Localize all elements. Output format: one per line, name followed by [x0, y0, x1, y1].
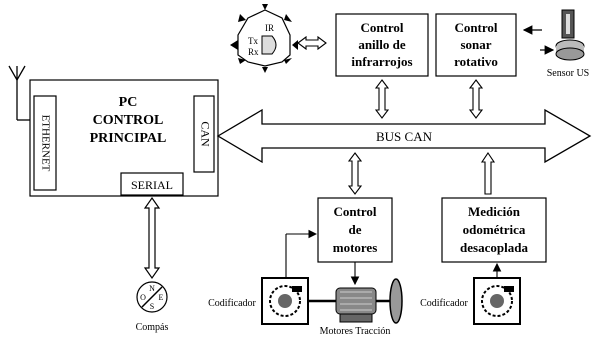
odometry-line-2: odométrica — [463, 222, 526, 237]
motors-line-3: motores — [333, 240, 378, 255]
serial-port — [120, 172, 184, 196]
odometry-box: Medición odométrica desacoplada — [441, 197, 547, 263]
compass-s: S — [150, 302, 154, 311]
motors-label: Motores Tracción — [320, 326, 391, 337]
traction-motor-icon: Motores Tracción — [308, 262, 403, 337]
motor-control-box: Control de motores — [317, 197, 393, 263]
tx-text: Tx — [248, 36, 258, 46]
ir-sensor-icon: IR Tx Rx — [230, 4, 298, 73]
compass-icon: N S E O Compás — [136, 281, 169, 333]
serial-label: SERIAL — [131, 178, 173, 192]
ultrasonic-sensor-icon: Sensor US — [522, 9, 590, 79]
sonar-control-box: Control sonar rotativo — [435, 13, 517, 77]
motors-bus-arrow — [347, 152, 363, 195]
ethernet-label: ETHERNET — [39, 115, 51, 172]
motors-line-2: de — [349, 222, 362, 237]
encoder-left-label: Codificador — [208, 298, 256, 309]
sonar-line-2: sonar — [460, 37, 491, 52]
ir-bus-arrow — [374, 79, 390, 119]
pc-title-line-3: PRINCIPAL — [90, 131, 167, 146]
rx-text: Rx — [248, 47, 259, 57]
ethernet-port — [33, 95, 57, 191]
serial-compass-arrow — [143, 196, 161, 280]
odometry-line-3: desacoplada — [460, 240, 528, 255]
ir-ring-line-2: anillo de — [358, 37, 406, 52]
odometry-bus-arrow — [480, 152, 496, 195]
odometry-line-1: Medición — [468, 204, 521, 219]
sonar-line-3: rotativo — [454, 54, 498, 69]
left-encoder-icon: Codificador — [208, 229, 318, 325]
ir-ring-line-1: Control — [360, 20, 403, 35]
ir-link-arrow — [297, 35, 327, 51]
ir-text: IR — [265, 23, 274, 33]
can-label: CAN — [198, 121, 212, 147]
pc-control-box: ETHERNET CAN SERIAL PC CONTROL PRINCIPAL — [29, 79, 219, 197]
sensor-us-label: Sensor US — [547, 68, 590, 79]
sonar-bus-arrow — [468, 79, 484, 119]
motors-line-1: Control — [333, 204, 376, 219]
right-encoder-icon: Codificador — [420, 262, 521, 325]
compass-n: N — [149, 284, 155, 293]
antenna-icon — [8, 65, 30, 121]
ir-ring-line-3: infrarrojos — [351, 54, 412, 69]
encoder-right-label: Codificador — [420, 298, 468, 309]
ir-ring-control-box: Control anillo de infrarrojos — [335, 13, 429, 77]
pc-title-line-1: PC — [119, 95, 138, 110]
sonar-line-1: Control — [454, 20, 497, 35]
compass-label: Compás — [136, 322, 169, 333]
compass-o: O — [140, 293, 146, 302]
can-port — [193, 95, 215, 173]
pc-title-line-2: CONTROL — [93, 113, 164, 128]
bus-can-label: BUS CAN — [376, 129, 433, 144]
bus-can-arrow: BUS CAN — [216, 108, 592, 164]
compass-e: E — [159, 293, 164, 302]
